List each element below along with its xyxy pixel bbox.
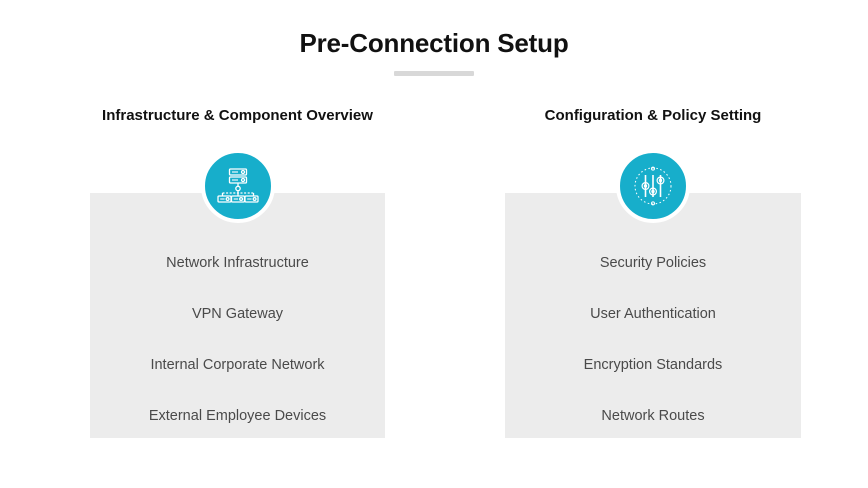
list-item[interactable]: VPN Gateway	[191, 305, 284, 322]
title-underline-rule	[394, 71, 474, 76]
column-heading-infrastructure: Infrastructure & Component Overview	[102, 107, 373, 124]
panel-infrastructure: Network Infrastructure VPN Gateway Inter…	[90, 149, 385, 438]
settings-sliders-icon	[616, 149, 690, 223]
list-item[interactable]: Internal Corporate Network	[150, 356, 325, 373]
list-item[interactable]: User Authentication	[590, 305, 716, 322]
list-item[interactable]: Network Infrastructure	[166, 254, 309, 271]
list-item[interactable]: Security Policies	[599, 254, 707, 271]
list-item[interactable]: Network Routes	[601, 407, 705, 424]
column-configuration: Configuration & Policy Setting	[505, 106, 801, 438]
list-item[interactable]: External Employee Devices	[148, 407, 327, 424]
panel-configuration: Security Policies User Authentication En…	[505, 149, 801, 438]
column-heading-configuration: Configuration & Policy Setting	[544, 107, 762, 124]
list-item[interactable]: Encryption Standards	[583, 356, 723, 373]
network-topology-icon	[200, 149, 275, 223]
title-block: Pre-Connection Setup	[0, 26, 868, 76]
page-title: Pre-Connection Setup	[299, 28, 569, 58]
column-infrastructure: Infrastructure & Component Overview	[90, 106, 385, 438]
